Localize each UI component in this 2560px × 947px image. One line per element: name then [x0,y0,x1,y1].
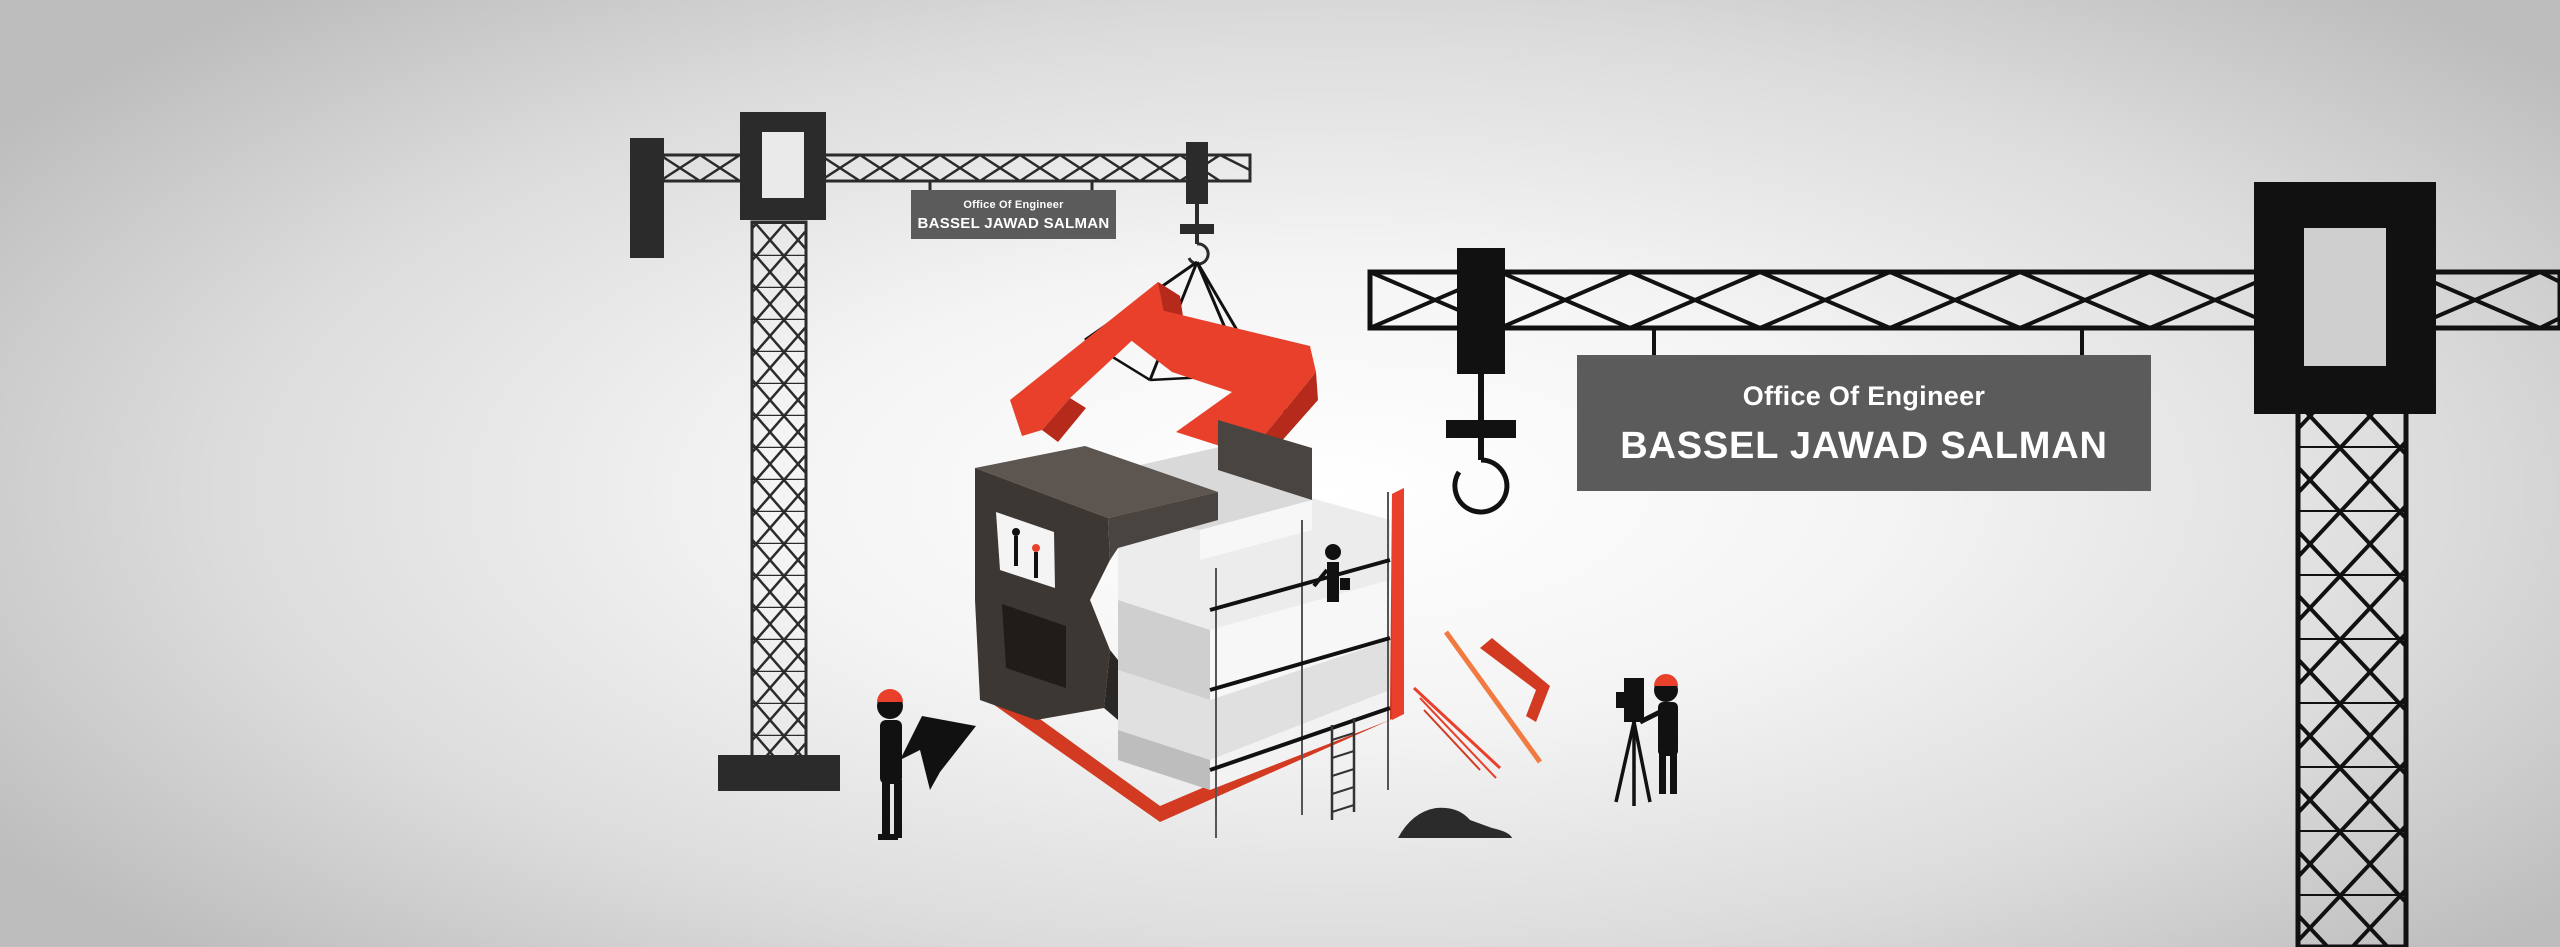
large-crane-sign: Office Of Engineer BASSEL JAWAD SALMAN [1577,355,2151,491]
scaffold-ladder-icon [1330,718,1356,820]
large-sign-line1: Office Of Engineer [1742,381,1986,411]
hanging-letter-icon [1010,282,1318,452]
surveyor-worker-icon [1638,674,1678,794]
rubble-pile-icon [1398,807,1512,838]
small-sign-line2: BASSEL JAWAD SALMAN [917,215,1110,232]
steel-rebar-icon [1412,630,1550,779]
tower-crane-left-icon [630,112,1287,791]
tower-crane-right-icon [1367,182,2560,947]
bjs-building-icon [975,420,1404,838]
small-sign-line1: Office Of Engineer [963,199,1064,211]
large-sign-line2: BASSEL JAWAD SALMAN [1620,425,2108,467]
theodolite-icon [1614,678,1652,806]
blueprint-worker-icon [877,689,976,840]
small-crane-sign: Office Of Engineer BASSEL JAWAD SALMAN [911,190,1116,239]
